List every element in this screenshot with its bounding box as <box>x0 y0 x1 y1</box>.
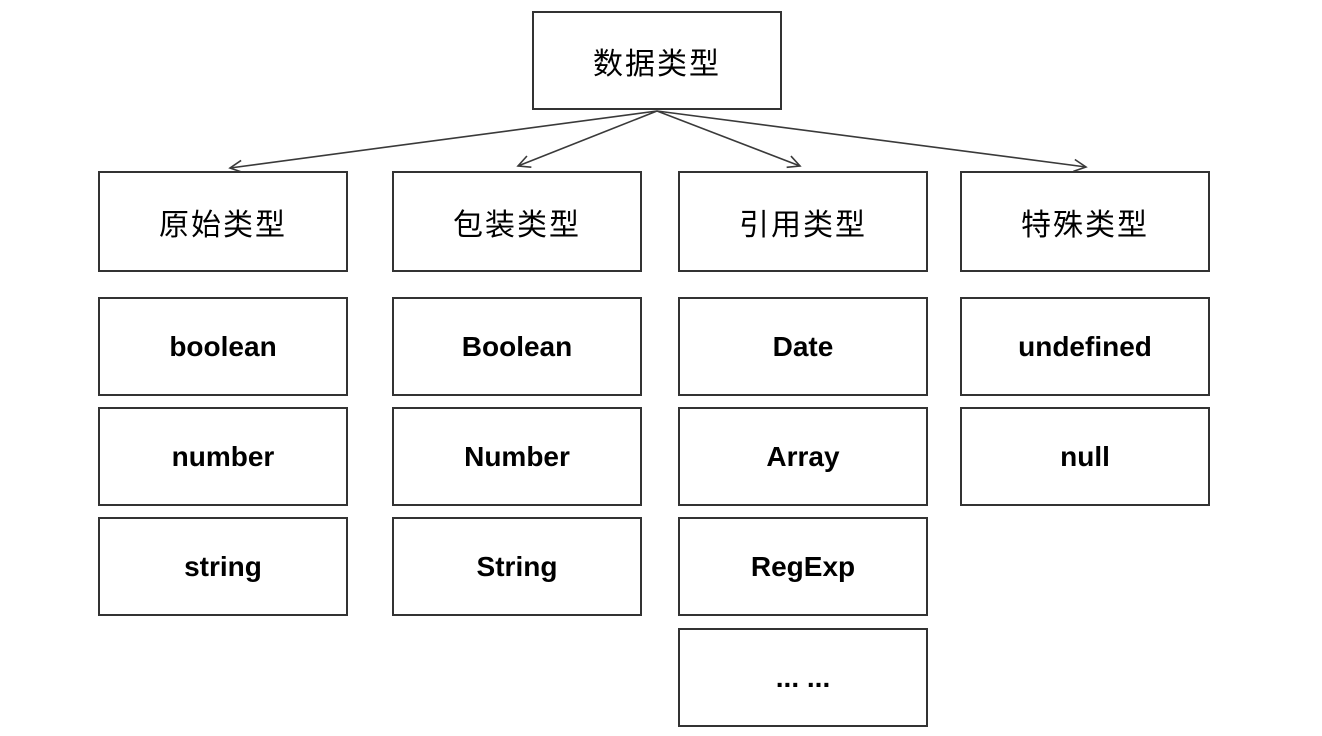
node-number-wrapper: Number <box>392 407 642 506</box>
arrow-to-reference-types <box>656 110 802 169</box>
node-regexp-label: RegExp <box>750 550 856 582</box>
node-ellipsis: ... ... <box>678 628 928 727</box>
node-string-label: string <box>184 550 262 582</box>
node-primitive-types: 原始类型 <box>98 171 348 272</box>
node-null: null <box>960 407 1210 506</box>
node-primitive-types-label: 原始类型 <box>159 208 287 242</box>
node-ellipsis-label: ... ... <box>775 661 831 693</box>
node-string: string <box>98 517 348 616</box>
node-array-label: Array <box>766 440 840 472</box>
node-date: Date <box>678 297 928 396</box>
node-boolean-wrapper: Boolean <box>392 297 642 396</box>
node-reference-types: 引用类型 <box>678 171 928 272</box>
node-number-wrapper-label: Number <box>464 440 570 472</box>
node-undefined-label: undefined <box>1018 330 1152 362</box>
node-string-wrapper-label: String <box>476 550 558 582</box>
node-null-label: null <box>1060 440 1110 472</box>
node-boolean-wrapper-label: Boolean <box>461 330 573 362</box>
arrow-to-special-types <box>656 110 1088 173</box>
node-string-wrapper: String <box>392 517 642 616</box>
node-number-label: number <box>171 440 275 472</box>
arrow-to-wrapper-types <box>516 110 658 168</box>
node-regexp: RegExp <box>678 517 928 616</box>
node-date-label: Date <box>772 330 834 362</box>
node-data-types: 数据类型 <box>532 11 782 110</box>
node-boolean-label: boolean <box>169 330 277 362</box>
node-array: Array <box>678 407 928 506</box>
node-wrapper-types-label: 包装类型 <box>453 208 581 242</box>
node-number: number <box>98 407 348 506</box>
node-boolean: boolean <box>98 297 348 396</box>
node-undefined: undefined <box>960 297 1210 396</box>
node-special-types-label: 特殊类型 <box>1021 208 1149 242</box>
arrow-to-primitive-types <box>228 110 658 174</box>
node-reference-types-label: 引用类型 <box>739 208 867 242</box>
node-special-types: 特殊类型 <box>960 171 1210 272</box>
node-data-types-label: 数据类型 <box>593 47 721 81</box>
node-wrapper-types: 包装类型 <box>392 171 642 272</box>
